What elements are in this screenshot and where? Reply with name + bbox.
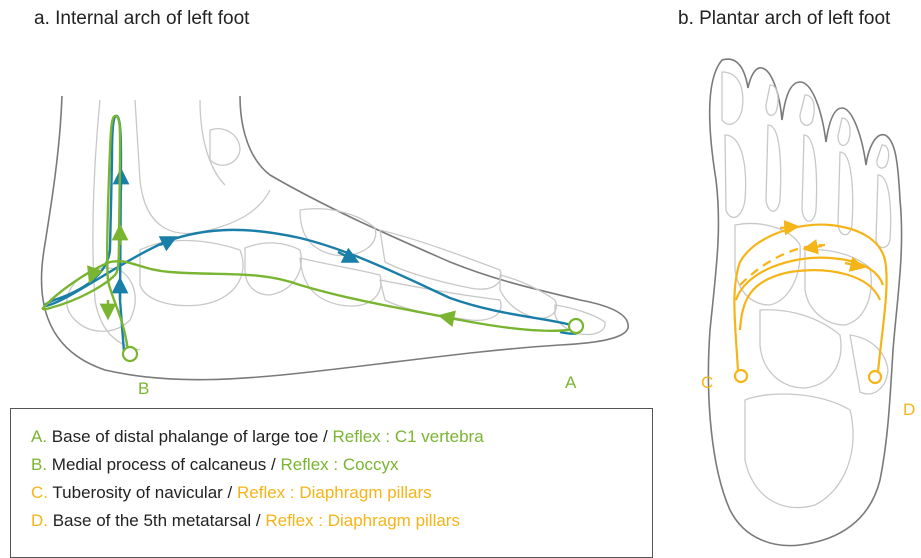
legend-box: A. Base of distal phalange of large toe … <box>10 408 653 558</box>
legend-reflex-c: Reflex : Diaphragm pillars <box>237 483 432 502</box>
legend-key-d: D. <box>31 511 48 530</box>
legend-key-b: B. <box>31 455 47 474</box>
foot-side-outline <box>42 96 629 380</box>
label-c: C <box>701 373 713 392</box>
legend-text-b: Medial process of calcaneus / <box>47 455 280 474</box>
point-d-marker <box>869 371 881 383</box>
legend-row-d: D. Base of the 5th metatarsal / Reflex :… <box>31 507 652 535</box>
legend-row-a: A. Base of distal phalange of large toe … <box>31 423 652 451</box>
foot-plantar-outline <box>708 59 901 546</box>
legend-reflex-a: Reflex : C1 vertebra <box>332 427 483 446</box>
plantar-foot-illustration <box>708 59 901 546</box>
point-c-marker <box>735 370 747 382</box>
side-foot-illustration <box>42 96 629 380</box>
legend-reflex-b: Reflex : Coccyx <box>280 455 398 474</box>
green-tension-path <box>43 116 578 352</box>
legend-reflex-d: Reflex : Diaphragm pillars <box>265 511 460 530</box>
label-a: A <box>565 373 577 392</box>
legend-text-d: Base of the 5th metatarsal / <box>48 511 265 530</box>
legend-text-c: Tuberosity of navicular / <box>48 483 237 502</box>
label-d: D <box>903 400 915 419</box>
label-b: B <box>138 379 149 398</box>
blue-tension-path <box>45 116 579 352</box>
legend-row-b: B. Medial process of calcaneus / Reflex … <box>31 451 652 479</box>
point-b-marker <box>123 347 137 361</box>
legend-text-a: Base of distal phalange of large toe / <box>47 427 332 446</box>
legend-key-c: C. <box>31 483 48 502</box>
orange-plantar-arches <box>734 225 886 372</box>
legend-key-a: A. <box>31 427 47 446</box>
legend-row-c: C. Tuberosity of navicular / Reflex : Di… <box>31 479 652 507</box>
point-a-marker <box>569 319 583 333</box>
